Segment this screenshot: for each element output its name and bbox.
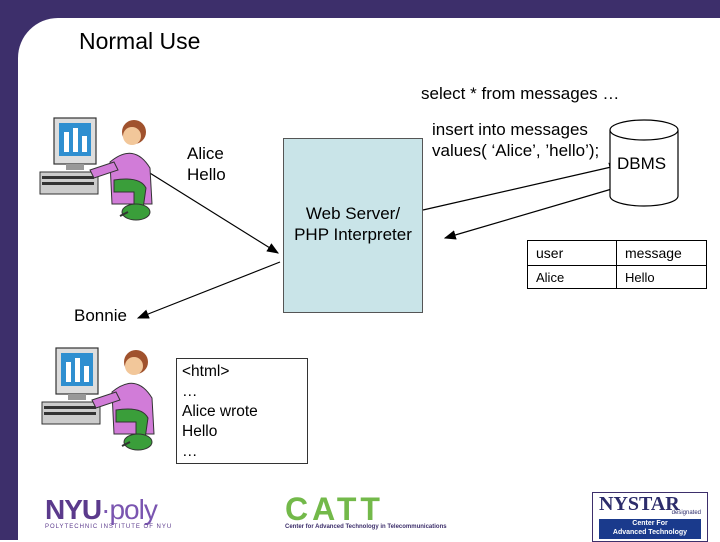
bonnie-label: Bonnie bbox=[74, 306, 127, 325]
table-header-message: message bbox=[616, 240, 707, 266]
nystar-logo: NYSTAR designated Center For Advanced Te… bbox=[592, 492, 708, 542]
table-row: Alice Hello bbox=[527, 265, 707, 289]
arrow-server-to-dbms bbox=[422, 162, 622, 211]
nystar-bar: Center For Advanced Technology bbox=[599, 519, 701, 539]
table-cell-user: Alice bbox=[527, 265, 617, 289]
alice-post-line2: Hello bbox=[187, 165, 226, 184]
bonnie-computer-user-icon bbox=[41, 347, 155, 451]
nyu-logo-text: NYU bbox=[45, 494, 102, 525]
alice-computer-user-icon bbox=[39, 117, 153, 221]
arrow-alice-to-server bbox=[144, 169, 280, 254]
frame-top-bar bbox=[0, 0, 720, 18]
html-response-line: <html> bbox=[182, 363, 230, 380]
arrow-dbms-to-server bbox=[443, 185, 623, 240]
html-response-line: Hello bbox=[182, 423, 218, 440]
html-response-line: … bbox=[182, 443, 198, 460]
table-header-user: user bbox=[527, 240, 617, 266]
messages-table: user message Alice Hello bbox=[527, 240, 707, 289]
nystar-designated-text: designated bbox=[671, 510, 701, 516]
insert-query-line1: insert into messages bbox=[432, 120, 588, 139]
web-server-label: Web Server/ PHP Interpreter bbox=[283, 203, 423, 245]
dbms-cylinder-icon bbox=[609, 119, 679, 207]
alice-post-line1: Alice bbox=[187, 144, 224, 163]
nyu-poly-logo: NYU·poly POLYTECHNIC INSTITUTE OF NYU bbox=[45, 494, 172, 530]
table-cell-message: Hello bbox=[616, 265, 707, 289]
arrow-server-to-bonnie bbox=[136, 261, 281, 319]
nystar-bar-line2: Advanced Technology bbox=[612, 529, 688, 536]
html-response-line: … bbox=[182, 383, 198, 400]
catt-logo: CATT Center for Advanced Technology in T… bbox=[285, 491, 447, 530]
poly-logo-text: ·poly bbox=[101, 494, 158, 525]
dbms-label: DBMS bbox=[617, 154, 667, 173]
select-query-text: select * from messages … bbox=[421, 84, 620, 103]
nystar-logo-text: NYSTAR bbox=[599, 493, 680, 515]
html-response-line: Alice wrote bbox=[182, 403, 258, 420]
web-server-box bbox=[283, 138, 423, 313]
catt-logo-subtitle: Center for Advanced Technology in Teleco… bbox=[285, 524, 447, 530]
catt-logo-text: CATT bbox=[285, 491, 384, 527]
server-label-line1: Web Server/ bbox=[305, 204, 401, 223]
insert-query-line2: values( ‘Alice’, ’hello’); bbox=[432, 141, 600, 160]
nyu-logo-subtitle: POLYTECHNIC INSTITUTE OF NYU bbox=[45, 524, 173, 530]
nystar-bar-line1: Center For bbox=[632, 520, 668, 527]
server-label-line2: PHP Interpreter bbox=[294, 225, 412, 244]
frame-left-bar bbox=[0, 0, 18, 540]
slide-title: Normal Use bbox=[79, 28, 201, 54]
table-header-row: user message bbox=[527, 240, 707, 266]
